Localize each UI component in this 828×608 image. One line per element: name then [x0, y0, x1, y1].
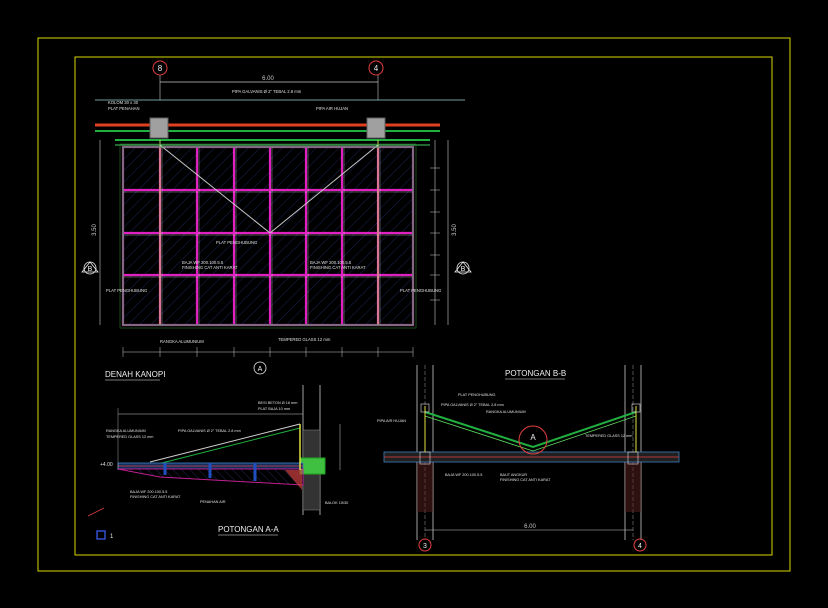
note-baja-right-sub: FINISHING CAT ANTI KARAT — [310, 265, 366, 270]
section-a-level: +4.00 — [100, 462, 113, 468]
note-baja-right: BAJA WF 200.100.5.5 — [310, 260, 352, 265]
section-mark-left[interactable]: B — [81, 261, 99, 275]
legend-box — [96, 530, 106, 540]
sa-note-8: PENAHAN AIR — [200, 500, 226, 504]
sb-note-8: FINISHING CAT ANTI KARAT — [500, 478, 551, 482]
note-plat-penahan: PLAT PENAHAN — [108, 106, 140, 111]
sa-note-2: PLAT BAJA 10 mm — [258, 407, 290, 411]
sb-note-3: RANGKA ALUMUNIUM — [486, 410, 526, 414]
section-b-dim: 6.00 — [524, 524, 536, 530]
sb-note-2: PIPA GALVANIS Ø 2" TEBAL 2.8 mm — [441, 403, 504, 407]
section-a-title: POTONGAN A-A — [218, 525, 279, 534]
section-a-bracket — [299, 457, 326, 475]
note-tempered: TEMPERED GLASS 12 mm — [278, 337, 331, 342]
sb-note-5: PIPA AIR HUJAN — [377, 419, 406, 423]
note-pipa-galvanis: PIPA GALVANIS Ø 2" TEBAL 2.8 mm — [232, 89, 302, 94]
svg-text:B: B — [461, 266, 466, 273]
sa-note-9: BALOK 15/30 — [325, 501, 348, 505]
sb-note-4: TEMPERED GLASS 12 mm — [585, 434, 632, 438]
plan-overall-dim: 6.00 — [262, 76, 274, 82]
svg-text:B: B — [88, 266, 93, 273]
sa-note-7: FINISHING CAT ANTI KARAT — [130, 495, 181, 499]
section-b-title: POTONGAN B-B — [505, 369, 566, 378]
outer-frame — [37, 37, 791, 572]
section-mark-bottom[interactable]: A — [253, 361, 267, 375]
sb-note-6: BAJA WF 200.100.5.5 — [445, 473, 482, 477]
sa-note-3: RANGKA ALUMUNIUM — [106, 429, 146, 433]
legend-mark: 1 — [110, 534, 114, 540]
grid-label-8: 8 — [158, 64, 163, 73]
section-mark-right[interactable]: B — [454, 261, 472, 275]
plan-side-dim-right: 3.50 — [452, 224, 458, 236]
note-kolom: KOLOM 30 x 30 — [108, 100, 139, 105]
section-b-view: A 6.00 3 4 PLAT PENGHUBUNG PIPA GALVANIS… — [377, 365, 680, 552]
sb-note-1: PLAT PENGHUBUNG — [458, 393, 495, 397]
grid-bubble-4 — [368, 60, 384, 76]
sb-note-7: BAUT ANGKUR — [500, 473, 527, 477]
grid-label-3: 3 — [423, 543, 427, 550]
note-plat-right: PLAT PENGHUBUNG — [400, 288, 441, 293]
grid-bubble-3 — [418, 538, 432, 552]
svg-text:A: A — [258, 366, 263, 373]
plan-view: 6.00 8 4 — [81, 60, 472, 381]
sa-note-1: BESI BETON Ø 16 mm — [258, 401, 297, 405]
column-left — [149, 117, 169, 139]
note-baja-left: BAJA WF 200.100.5.5 — [182, 260, 224, 265]
canopy-glass — [123, 147, 413, 325]
note-pipa-air: PIPA AIR HUJAN — [316, 106, 348, 111]
section-b-callout-label: A — [530, 433, 536, 442]
note-rangka: RANGKA ALUMUNIUM — [160, 339, 204, 344]
grid-label-4b: 4 — [638, 543, 642, 550]
sa-note-5: TEMPERED GLASS 12 mm — [106, 435, 153, 439]
column-right — [366, 117, 386, 139]
plan-side-dim-left: 3.50 — [92, 224, 98, 236]
grid-bubble-4b — [633, 538, 647, 552]
plan-title: DENAH KANOPI — [105, 370, 165, 379]
grid-bubble-8 — [152, 60, 168, 76]
section-b-callout[interactable] — [518, 425, 548, 455]
inner-frame — [74, 56, 773, 556]
sa-note-4: PIPA GALVANIS Ø 2" TEBAL 2.8 mm — [178, 429, 241, 433]
grid-label-4: 4 — [374, 64, 379, 73]
note-plat-penghubung: PLAT PENGHUBUNG — [216, 240, 257, 245]
sa-note-6: BAJA WF 200.100.5.5 — [130, 490, 167, 494]
note-baja-left-sub: FINISHING CAT ANTI KARAT — [182, 265, 238, 270]
section-a-view: +4.00 BESI BETON Ø 16 mm PLAT BAJA 10 mm… — [87, 385, 348, 540]
note-plat-left: PLAT PENGHUBUNG — [106, 288, 147, 293]
